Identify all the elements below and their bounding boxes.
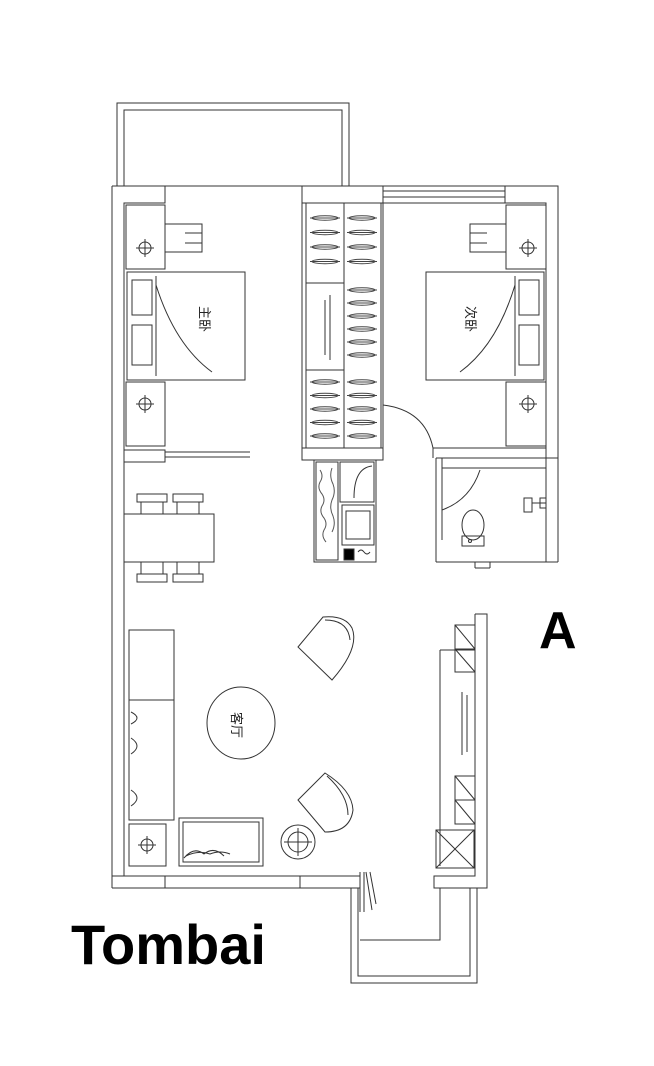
coffee-table bbox=[206, 686, 276, 760]
brand-name: Tombai bbox=[71, 913, 266, 976]
living-room: 客厅 bbox=[128, 616, 355, 867]
door-right-bedroom bbox=[382, 404, 434, 449]
toilet-icon bbox=[461, 509, 485, 541]
dining-table bbox=[123, 513, 215, 563]
kitchen bbox=[313, 459, 377, 563]
tv-cabinet bbox=[435, 624, 476, 869]
outer-walls bbox=[111, 185, 559, 889]
armchair-bottom bbox=[297, 772, 354, 833]
room-label-bedroom-left: 主卧 bbox=[196, 306, 211, 332]
bed-left bbox=[126, 271, 246, 381]
hangers bbox=[310, 215, 377, 439]
room-label-living-room: 客厅 bbox=[228, 712, 244, 738]
right-bedroom: 次卧 bbox=[425, 204, 547, 447]
interior-walls bbox=[124, 203, 546, 463]
bottom-balcony bbox=[350, 871, 478, 984]
left-bedroom: 主卧 bbox=[125, 204, 246, 447]
wardrobe-right bbox=[343, 202, 382, 449]
bathroom bbox=[441, 469, 547, 547]
sofa bbox=[128, 629, 175, 821]
dining-area bbox=[123, 493, 215, 583]
unit-letter: A bbox=[539, 602, 577, 660]
room-label-bedroom-right: 次卧 bbox=[462, 306, 478, 332]
armchair-top bbox=[297, 616, 355, 681]
bed-right bbox=[425, 271, 545, 381]
top-balcony bbox=[116, 102, 350, 187]
